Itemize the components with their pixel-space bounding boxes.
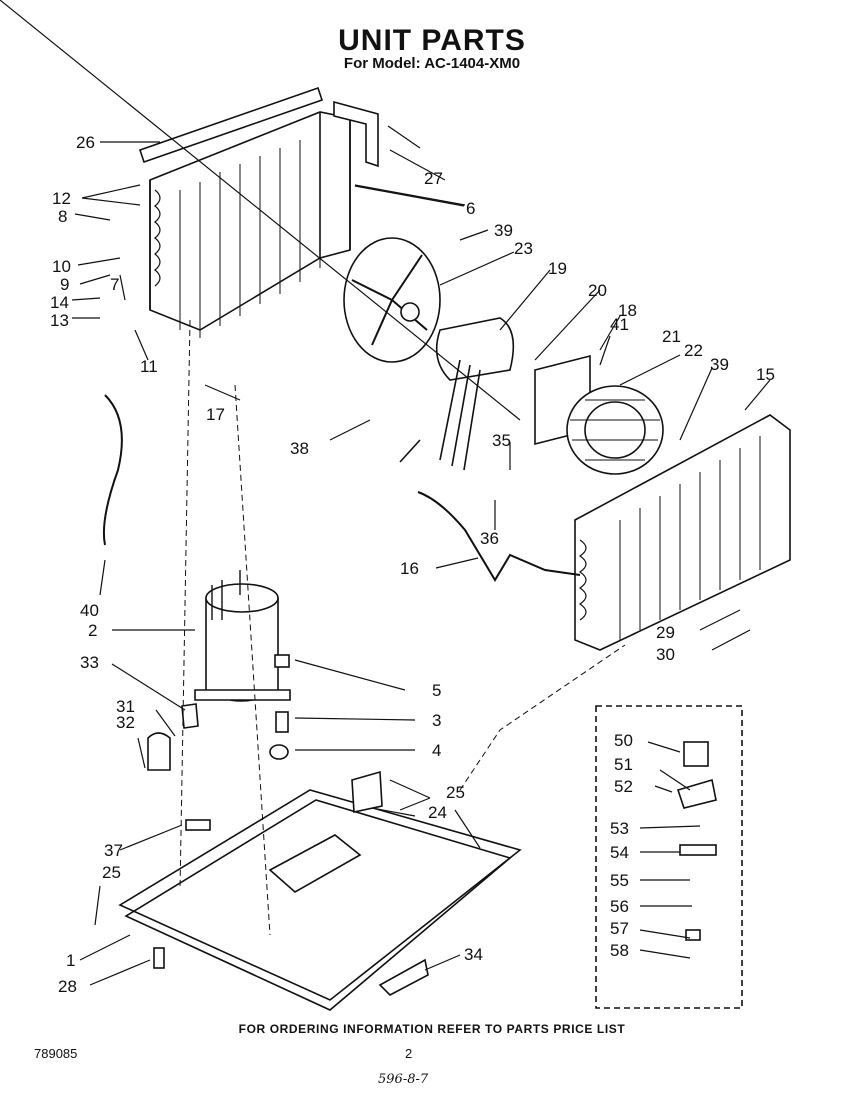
callout-7: 7 [110,275,119,294]
callout-10: 10 [52,257,71,276]
callout-38: 38 [290,439,309,458]
capillary-tube [417,491,581,582]
callout-28: 28 [58,977,77,996]
callout-57: 57 [610,919,629,938]
electrical-parts-box [595,705,743,1009]
callout-11: 11 [140,357,158,376]
page-number: 2 [405,1046,413,1061]
motor-leads [399,359,481,471]
callout-35: 35 [492,431,511,450]
evaporator-coil [574,414,791,651]
terminal-strip [679,844,717,856]
callout-8: 8 [58,207,67,226]
callout-37: 37 [104,841,123,860]
fan-hub [400,302,420,322]
callout-36: 36 [480,529,499,548]
terminal-cover-clip [181,703,199,729]
mount-washer [269,744,289,760]
base-clip-lower [153,947,165,969]
callout-5: 5 [432,681,441,700]
callout-14: 14 [50,293,69,312]
fan-blade [351,254,428,346]
handwritten-note: 596-8-7 [378,1072,429,1087]
callout-19: 19 [548,259,567,278]
fan-shroud [343,237,441,363]
callout-24: 24 [428,803,447,822]
callout-30: 30 [656,645,675,664]
blower-wheel [566,385,664,475]
ordering-note: FOR ORDERING INFORMATION REFER TO PARTS … [238,1022,626,1036]
callout-50: 50 [614,731,633,750]
sleeve [275,711,289,733]
callout-1: 1 [66,951,75,970]
callout-22: 22 [684,341,703,360]
callout-51: 51 [614,755,633,774]
callout-56: 56 [610,897,629,916]
terminal-cover [147,732,171,771]
callout-40: 40 [80,601,99,620]
callout-16: 16 [400,559,419,578]
callout-52: 52 [614,777,633,796]
model-subtitle: For Model: AC-1404-XM0 [343,55,521,72]
callout-39-top: 39 [494,221,513,240]
grommet [274,654,290,668]
callout-15: 15 [756,365,775,384]
callout-27: 27 [424,169,443,188]
callout-23: 23 [514,239,533,258]
callout-25-right: 25 [446,783,465,802]
callout-55: 55 [610,871,629,890]
fan-motor [435,317,515,381]
callout-41: 41 [610,315,629,334]
callout-34: 34 [464,945,483,964]
callout-18: 18 [618,301,637,320]
callout-39-right: 39 [710,355,729,374]
callout-31: 31 [116,697,135,716]
mounting-bracket [351,770,383,813]
page-title: UNIT PARTS [338,24,526,57]
callout-58: 58 [610,941,629,960]
callout-32: 32 [116,713,135,732]
callout-17: 17 [206,405,225,424]
side-seal-block [333,100,379,168]
callout-12: 12 [52,189,71,208]
callout-4: 4 [432,741,441,760]
callout-33: 33 [80,653,99,672]
callout-6: 6 [466,199,475,218]
document-number: 789085 [34,1046,78,1061]
relay [683,741,709,767]
callout-labels: 26 12 8 10 9 7 14 13 11 27 6 39 23 19 20… [50,133,775,996]
callout-13: 13 [50,311,69,330]
callout-54: 54 [610,843,629,862]
callout-3: 3 [432,711,441,730]
base-pan [118,789,522,1001]
callout-29: 29 [656,623,675,642]
rear-bracket [378,958,429,996]
small-clip [685,929,701,941]
callout-2: 2 [88,621,97,640]
overload-protector [676,778,717,809]
condenser-coil [149,111,351,338]
callout-20: 20 [588,281,607,300]
callout-21: 21 [662,327,681,346]
wire-harness [102,394,123,546]
callout-25-left: 25 [102,863,121,882]
callout-53: 53 [610,819,629,838]
top-foam-strip [138,86,324,164]
callout-26: 26 [76,133,95,152]
callout-9: 9 [60,275,69,294]
base-clip [185,819,211,831]
